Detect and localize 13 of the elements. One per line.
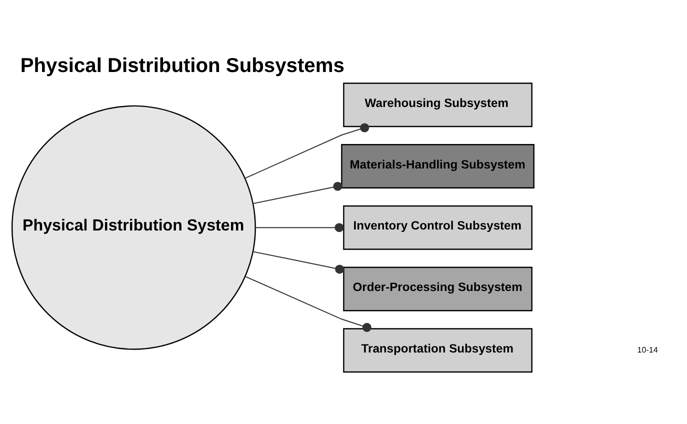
- node-box: Warehousing Subsystem: [343, 82, 532, 127]
- diagram-title: Physical Distribution Subsystems: [20, 54, 344, 77]
- connector: [252, 181, 342, 204]
- label: 10-14: [637, 344, 658, 354]
- connector: [252, 250, 344, 274]
- connector: [244, 276, 372, 332]
- connector: [255, 222, 344, 232]
- node-box: Materials-Handling Subsystem: [341, 143, 534, 188]
- connector: [244, 122, 370, 178]
- node-box: Inventory Control Subsystem: [343, 204, 532, 250]
- node-box: Order-Processing Subsystem: [343, 266, 532, 311]
- node-circle: Physical Distribution System: [11, 104, 256, 350]
- node-box: Transportation Subsystem: [343, 328, 532, 372]
